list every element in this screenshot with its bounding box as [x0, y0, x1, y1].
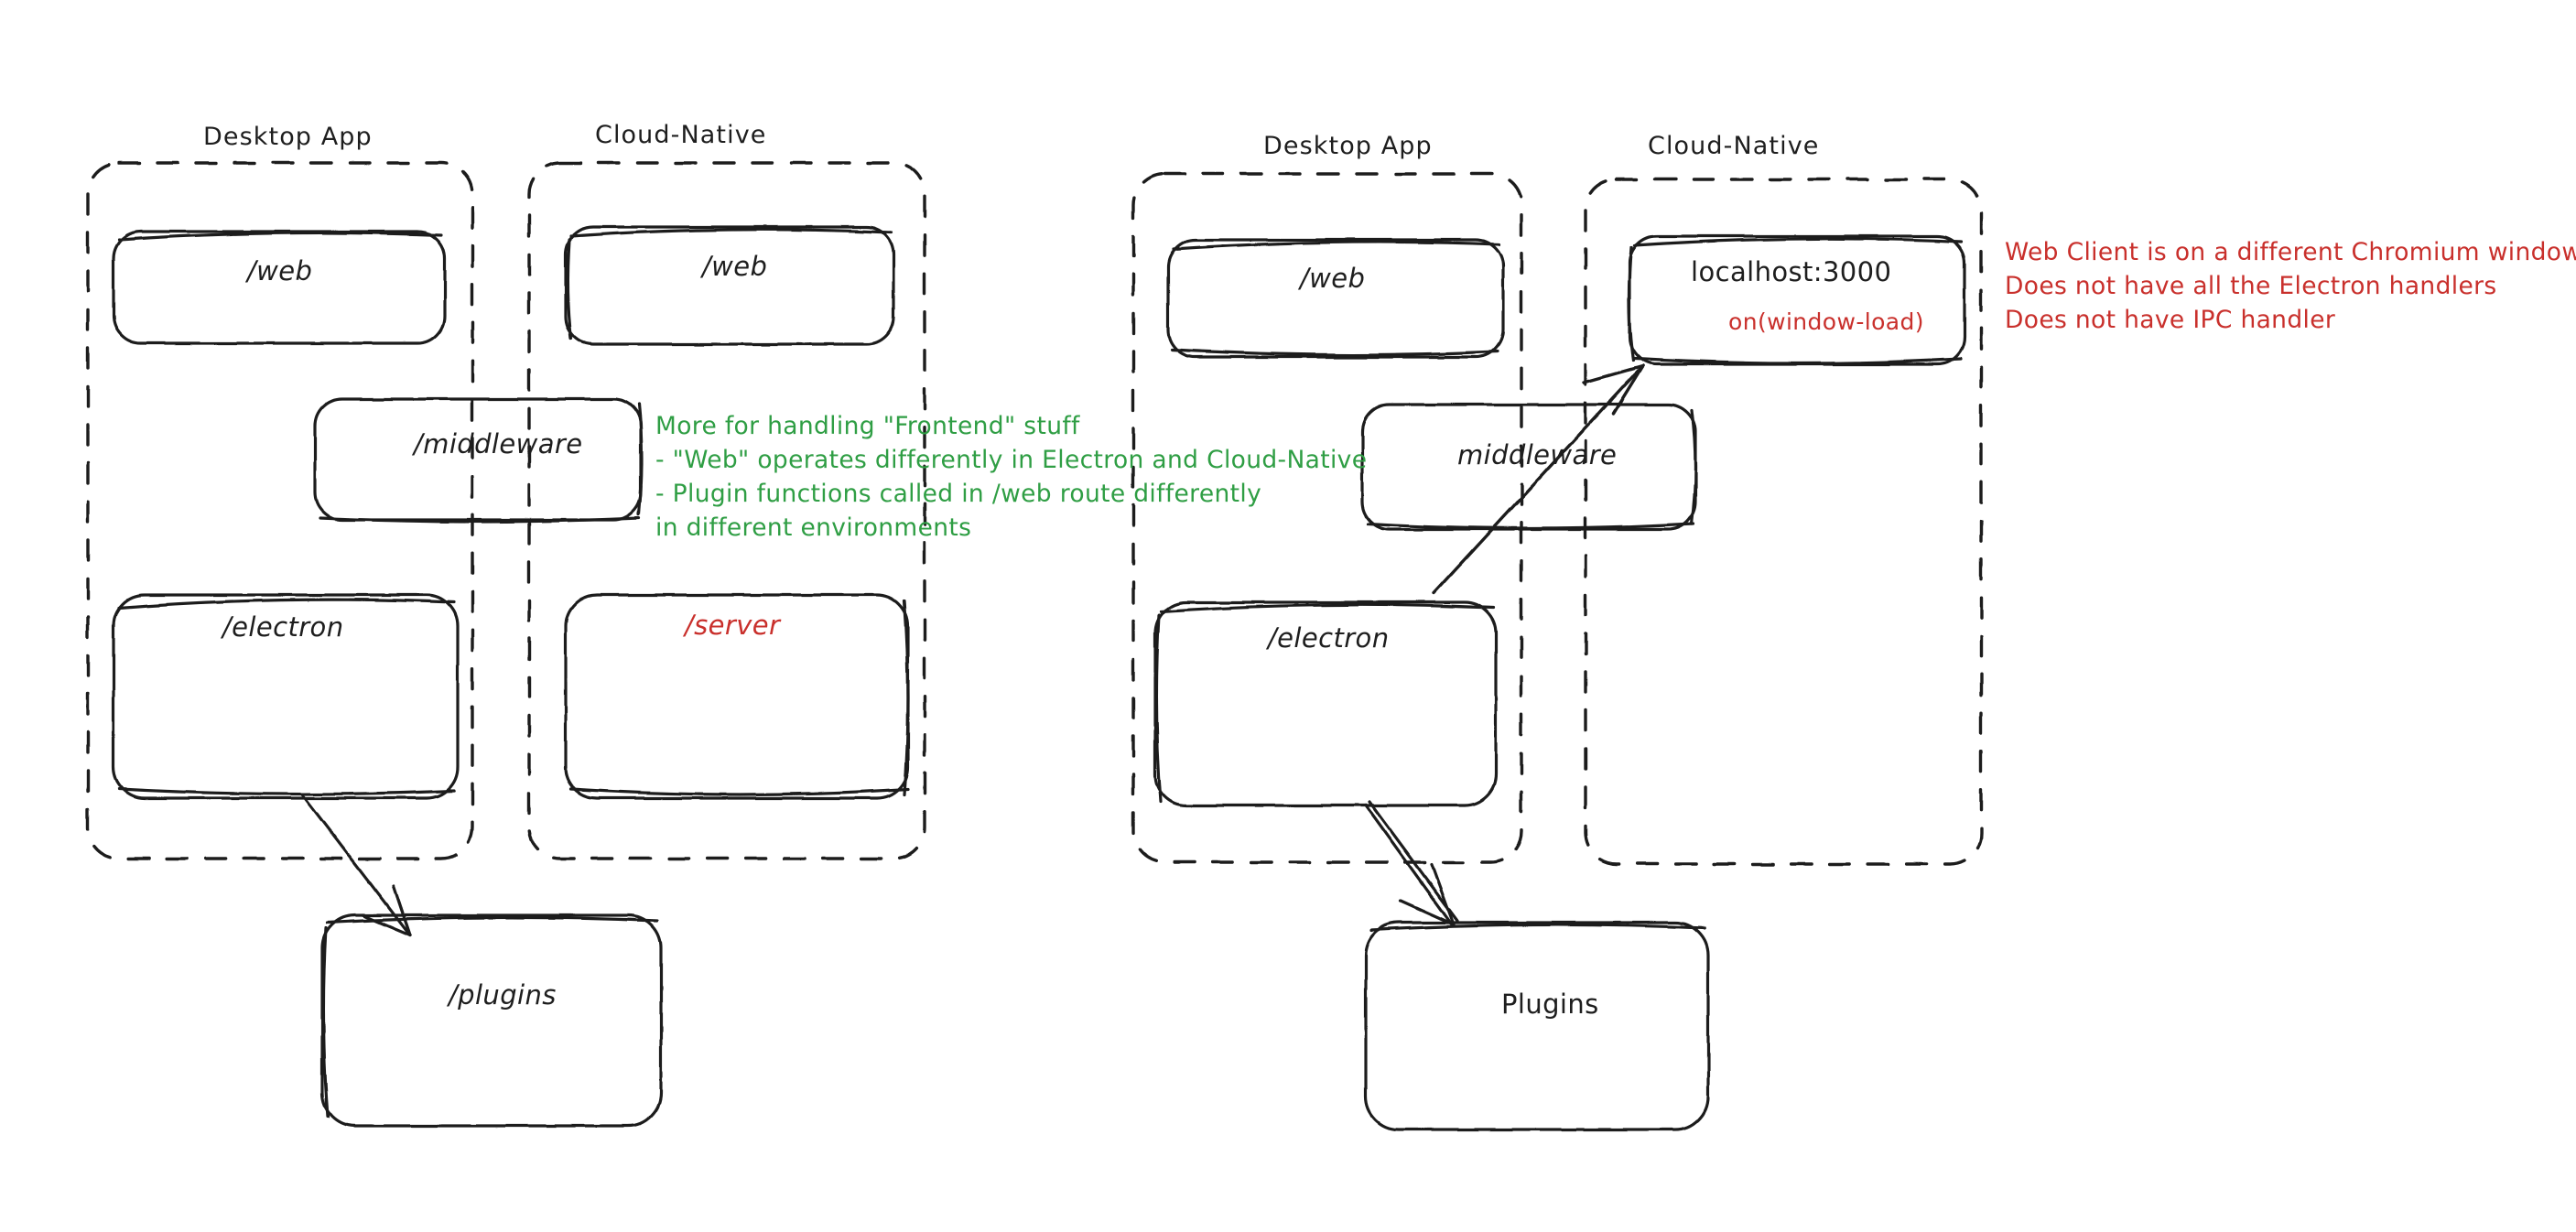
box-electron-left — [112, 593, 460, 800]
box-label-electron-right[interactable]: /electron — [1268, 622, 1390, 654]
group-label-cloud-native-right: Cloud-Native — [1648, 132, 1820, 160]
annotation-green-line-1: More for handling "Frontend" stuff — [655, 412, 1080, 440]
group-desktop-app-left — [86, 161, 474, 860]
box-sublabel-on-window-load: on(window-load) — [1728, 308, 1924, 335]
box-label-middleware-left[interactable]: /middleware — [414, 428, 583, 459]
arrow-electron-to-plugins-right — [1364, 800, 1459, 926]
box-label-plugins-right[interactable]: Plugins — [1501, 989, 1599, 1020]
group-label-desktop-app-left: Desktop App — [203, 123, 373, 151]
box-label-server-left[interactable]: /server — [685, 610, 781, 641]
annotation-red-line-2: Does not have all the Electron handlers — [2005, 272, 2497, 300]
box-web-cloud-left — [564, 225, 895, 346]
group-label-cloud-native-left: Cloud-Native — [595, 121, 767, 149]
box-label-web-desktop-right[interactable]: /web — [1300, 263, 1366, 294]
box-plugins-left — [320, 913, 663, 1128]
group-label-desktop-app-right: Desktop App — [1263, 132, 1433, 160]
box-electron-right — [1153, 600, 1498, 807]
annotation-green-line-3: - Plugin functions called in /web route … — [655, 480, 1262, 508]
box-middleware-left — [313, 397, 644, 524]
box-label-web-cloud-left[interactable]: /web — [702, 251, 768, 282]
box-label-localhost-3000[interactable]: localhost:3000 — [1691, 256, 1892, 287]
box-web-desktop-left — [112, 230, 447, 345]
box-localhost-3000 — [1627, 234, 1966, 366]
box-middleware-right — [1360, 403, 1697, 531]
box-label-plugins-left[interactable]: /plugins — [449, 979, 557, 1010]
box-plugins-right — [1364, 921, 1710, 1131]
box-label-middleware-right[interactable]: middleware — [1457, 439, 1618, 470]
arrow-electron-to-plugins-left — [300, 793, 412, 937]
annotation-red-line-3: Does not have IPC handler — [2005, 306, 2336, 334]
box-label-web-desktop-left[interactable]: /web — [247, 255, 313, 286]
group-cloud-native-right — [1584, 178, 1983, 866]
annotation-green-line-4: in different environments — [655, 513, 972, 542]
box-server-left — [564, 593, 910, 800]
group-desktop-app-right — [1131, 172, 1523, 864]
box-label-electron-left[interactable]: /electron — [222, 611, 344, 643]
annotation-green-line-2: - "Web" operates differently in Electron… — [655, 446, 1368, 474]
arrow-electron-to-localhost — [1432, 364, 1644, 595]
box-web-desktop-right — [1166, 238, 1505, 359]
group-cloud-native-left — [527, 161, 926, 860]
annotation-red-line-1: Web Client is on a different Chromium wi… — [2005, 238, 2576, 266]
